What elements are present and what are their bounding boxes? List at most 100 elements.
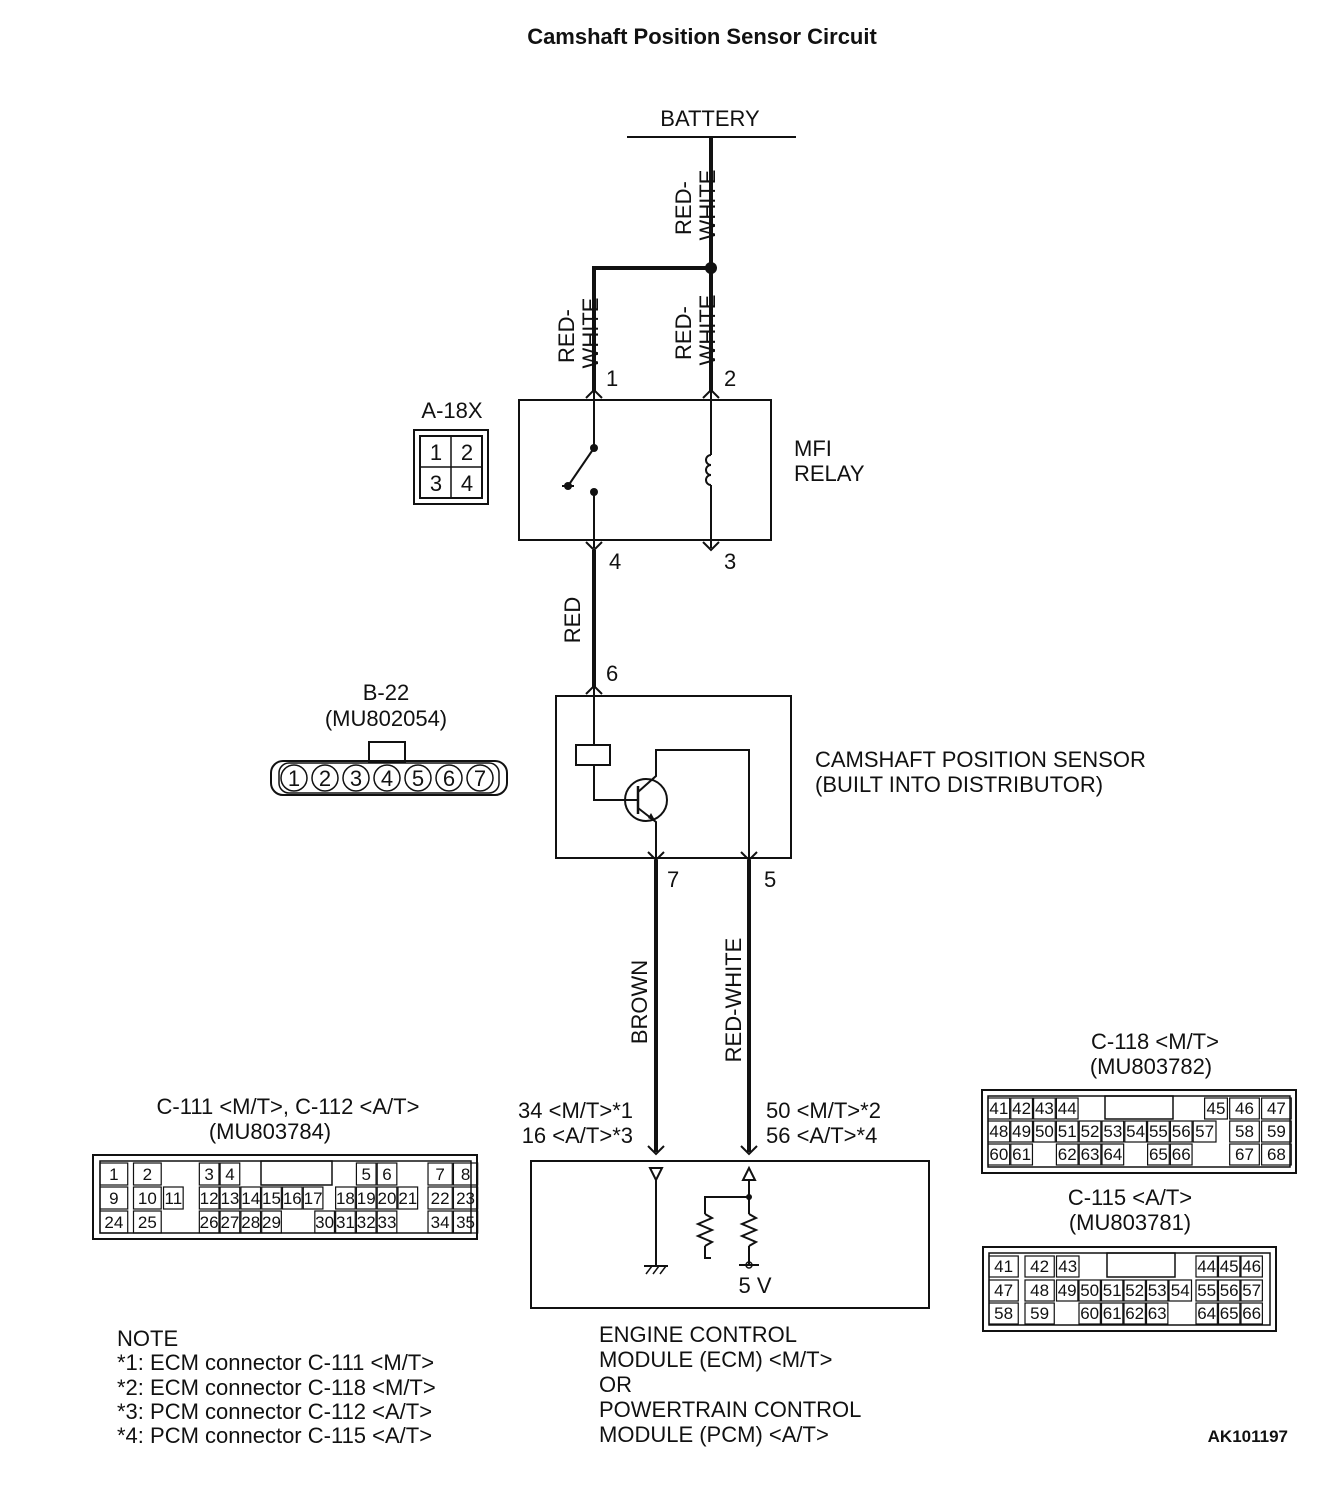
c111-cell [452,1210,479,1234]
c115-pin-label: 60 [1080,1304,1099,1323]
c115-cell [1217,1255,1241,1278]
c118-cell [1032,1120,1056,1143]
c111-pin-label: 29 [262,1213,281,1232]
wire-relay-pin1 [592,266,711,392]
c115-cell [1055,1255,1080,1278]
b22-pin-circle [466,764,494,792]
c111-pin-label: 5 [361,1165,370,1184]
c111-pin-label: 28 [241,1213,260,1232]
b22-pin-circle [280,764,308,792]
c115-pin-label: 62 [1125,1304,1144,1323]
pin-arrow-ecm-right [740,1145,758,1156]
relay-connector-id: A-18X [421,398,482,423]
c118-pin-label: 53 [1103,1122,1122,1141]
ecm-box [530,1160,930,1309]
c118-cell [1101,1120,1125,1143]
c111-cell [376,1210,398,1234]
c115-part: (MU803781) [1069,1210,1191,1235]
relay-connector-face: 1 2 3 4 [413,429,489,505]
sensor-pin-7: 7 [667,867,679,892]
wire-label-red-white: RED-WHITE [721,938,746,1063]
c111-cell [198,1186,220,1210]
c118-pin-label: 45 [1207,1099,1226,1118]
c115-cell [1024,1279,1055,1302]
c111-pin-label: 23 [456,1189,475,1208]
c115-pin-label: 64 [1197,1304,1216,1323]
c118-cell [987,1097,1011,1120]
wire-label-brown: BROWN [627,960,652,1044]
c118-pin-label: 66 [1172,1145,1191,1164]
c111-cell [376,1162,398,1186]
c118-pin-label: 61 [1012,1145,1031,1164]
relay-switch-contact [562,392,598,548]
c118-cell [1032,1097,1056,1120]
c115-cell [988,1302,1019,1325]
c118-cell [1203,1097,1228,1120]
c115-pin-label: 58 [994,1304,1013,1323]
c111-pin-label: 18 [336,1189,355,1208]
b22-pin-label: 2 [319,766,331,791]
c111-cell [219,1162,241,1186]
c111-pin-label: 20 [378,1189,397,1208]
ecm-pin-left-2: 16 <A/T>*3 [522,1123,633,1148]
c115-pin-label: 49 [1058,1281,1077,1300]
c115-pin-label: 52 [1125,1281,1144,1300]
c111-cell [281,1186,303,1210]
pin-arrow-relay-1 [585,388,603,399]
b22-pin-circle [404,764,432,792]
wire-label-battery-main-2: WHITE [695,170,720,241]
c115-cell [1078,1302,1101,1325]
wire-label-relay2-2: WHITE [695,295,720,366]
c118-pin-label: 50 [1035,1122,1054,1141]
c115-pin-label: 48 [1030,1281,1049,1300]
c115-pin-label: 51 [1103,1281,1122,1300]
c111-pin-label: 26 [200,1213,219,1232]
c118-pin-label: 47 [1267,1099,1286,1118]
sensor-connector-id: B-22 [363,680,409,705]
ecm-pin-right-2: 56 <A/T>*4 [766,1123,877,1148]
c111-cell [219,1186,241,1210]
c115-cell [1217,1279,1241,1302]
sensor-internal-circuit [575,686,750,860]
b22-pin-label: 1 [288,766,300,791]
c118-title: C-118 <M/T> [1091,1029,1219,1054]
c118-cell [1010,1143,1034,1166]
c111-pin-label: 35 [456,1213,475,1232]
c111-title: C-111 <M/T>, C-112 <A/T> [157,1094,420,1119]
b22-pin-label: 4 [381,766,393,791]
c115-pin-label: 41 [994,1257,1013,1276]
c111-pin-label: 19 [357,1189,376,1208]
c111-cell [132,1186,162,1210]
c118-cell [987,1120,1011,1143]
c118-pin-label: 60 [989,1145,1008,1164]
relay-pin-1: 1 [606,366,618,391]
c111-cell [261,1210,282,1234]
c111-cell [302,1186,324,1210]
c111-cell [240,1186,262,1210]
c115-title: C-115 <A/T> [1068,1185,1192,1210]
c118-pin-label: 54 [1126,1122,1145,1141]
c118-cell [1055,1120,1079,1143]
c118-cell [1169,1143,1193,1166]
relay-pin-2: 2 [724,366,736,391]
c118-pin-label: 59 [1267,1122,1286,1141]
ecm-pin-left-1: 34 <M/T>*1 [518,1098,633,1123]
c115-pin-label: 46 [1242,1257,1261,1276]
wire-label-red: RED [560,597,585,643]
c115-pin-label: 63 [1148,1304,1167,1323]
relay-face-pin-3: 3 [430,471,442,496]
c115-cell [1195,1255,1218,1278]
c111-pin-label: 2 [143,1165,152,1184]
c111-pin-label: 7 [435,1165,444,1184]
wire-label-battery-main-1: RED- [671,181,696,235]
c118-cell [1260,1120,1292,1143]
c111-pin-label: 24 [104,1213,123,1232]
c111-cell [240,1210,262,1234]
relay-pin-4: 4 [609,549,621,574]
c111-cell [261,1186,282,1210]
c111-cell [198,1210,220,1234]
ecm-desc-line-1: ENGINE CONTROL [599,1322,797,1347]
wire-label-relay2-1: RED- [671,306,696,360]
